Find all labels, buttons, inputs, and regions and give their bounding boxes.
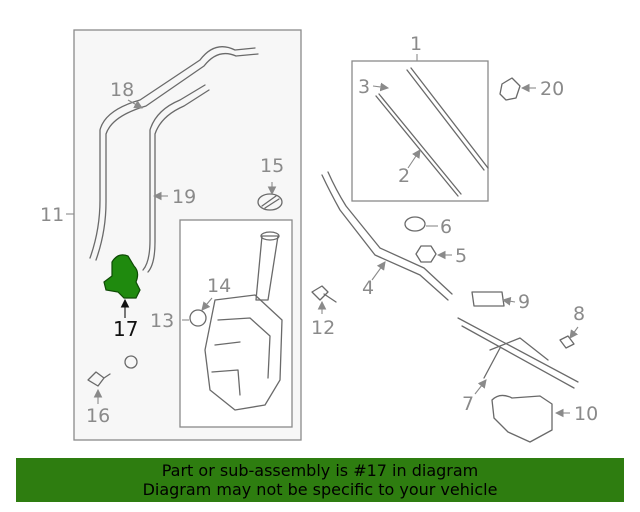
- callout-5: 5: [455, 245, 467, 267]
- leader-8: [569, 326, 579, 339]
- washer-tank-detail: [211, 317, 271, 396]
- leader-3: [372, 82, 390, 92]
- callout-9: 9: [518, 291, 530, 313]
- wiper-blade-frame: [351, 60, 489, 202]
- tank-frame: [179, 219, 293, 428]
- callout-4: 4: [362, 277, 374, 299]
- washer-pump-17: [103, 254, 141, 299]
- hose-19-inner: [147, 89, 210, 273]
- hose-19: [142, 84, 206, 271]
- callout-19: 19: [172, 186, 196, 208]
- leader-4: [371, 261, 386, 281]
- linkage-7: [457, 317, 579, 389]
- wiper-blade-2: [375, 93, 462, 197]
- callout-2: 2: [398, 165, 410, 187]
- hose-18: [89, 46, 256, 259]
- callout-13: 13: [150, 310, 174, 332]
- grommet-14: [189, 309, 207, 327]
- callout-15: 15: [260, 155, 284, 177]
- leader-14: [201, 297, 213, 311]
- filler-neck: [255, 235, 279, 301]
- notice-line-2: Diagram may not be specific to your vehi…: [142, 480, 498, 499]
- callout-17: 17: [113, 317, 138, 341]
- bolt-16: [87, 371, 111, 387]
- grommet-13: [124, 355, 138, 369]
- callout-20: 20: [540, 78, 564, 100]
- wiper-arm-4: [321, 171, 453, 301]
- callout-6: 6: [440, 216, 452, 238]
- motor-10: [491, 394, 553, 443]
- clip-20: [499, 77, 521, 101]
- callout-14: 14: [207, 275, 231, 297]
- callout-3: 3: [358, 76, 370, 98]
- leader-2: [407, 149, 421, 169]
- callout-10: 10: [574, 403, 598, 425]
- filler-neck-top: [260, 231, 280, 241]
- bracket-9: [471, 291, 505, 307]
- cap-15-ribs: [261, 195, 280, 209]
- bolt-12: [311, 285, 337, 303]
- leader-18: [127, 99, 143, 109]
- leader-7: [474, 379, 487, 395]
- leader-9: [501, 296, 516, 306]
- callout-18: 18: [110, 79, 134, 101]
- callout-1: 1: [410, 33, 422, 55]
- bolt-8: [559, 335, 575, 349]
- wiper-blade-3: [406, 67, 489, 171]
- hose-18-inner: [95, 52, 259, 261]
- callout-16: 16: [86, 405, 110, 427]
- notice-line-1: Part or sub-assembly is #17 in diagram: [161, 461, 479, 480]
- callout-7: 7: [462, 393, 474, 415]
- callout-11: 11: [40, 204, 64, 226]
- nut-5: [415, 245, 437, 263]
- callout-12: 12: [311, 317, 335, 339]
- callout-8: 8: [573, 303, 585, 325]
- notice-banner: Part or sub-assembly is #17 in diagram D…: [16, 458, 624, 502]
- cap-6: [404, 216, 426, 232]
- washer-tank: [204, 294, 283, 411]
